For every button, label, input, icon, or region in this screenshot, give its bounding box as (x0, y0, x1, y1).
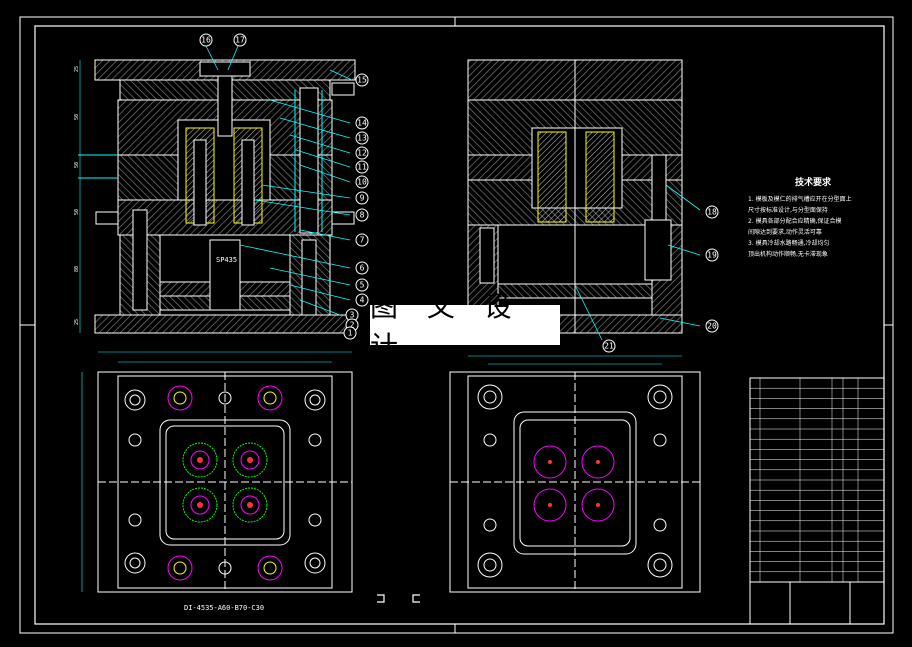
svg-text:50: 50 (74, 209, 80, 215)
svg-text:14: 14 (357, 119, 367, 128)
svg-text:3: 3 (350, 311, 355, 320)
svg-text:17: 17 (235, 36, 245, 45)
watermark: 图 文 设 计 (370, 290, 560, 363)
svg-text:15: 15 (357, 76, 367, 85)
corner-marks (377, 594, 420, 603)
svg-text:80: 80 (74, 266, 80, 272)
return-pin-hole (257, 555, 283, 581)
cavity-circle (182, 442, 218, 478)
guide-bush-hole (647, 552, 673, 578)
balloon-7: 7 (355, 233, 369, 247)
cavity-circle (232, 442, 268, 478)
center-label: SP435 (216, 256, 237, 264)
part-code: DI-4535-A60-B70-C30 (184, 604, 264, 612)
right-balloons: 18 19 20 21 (602, 205, 719, 353)
sheet-frame (19, 16, 894, 634)
core-circle (533, 445, 567, 479)
balloon-8: 8 (355, 208, 369, 222)
svg-text:4: 4 (360, 296, 365, 305)
return-pin-hole (167, 385, 193, 411)
svg-text:12: 12 (357, 149, 367, 158)
balloon-6: 6 (355, 261, 369, 275)
tech-line: 顶出机构动作顺畅,无卡滞现象 (748, 251, 828, 258)
return-pin-hole (257, 385, 283, 411)
svg-text:50: 50 (74, 162, 80, 168)
left-plan-view: DI-4535-A60-B70-C30 (81, 351, 353, 612)
guide-bush-hole (477, 552, 503, 578)
tech-line: 2. 模具各部分配合应精确,保证合模 (748, 218, 842, 225)
svg-text:25: 25 (74, 66, 80, 72)
guide-pin-hole (124, 389, 146, 411)
svg-text:18: 18 (707, 208, 717, 217)
svg-text:6: 6 (360, 264, 365, 273)
balloon-14: 14 (355, 116, 369, 130)
guide-bush-hole (477, 384, 503, 410)
core-circle (581, 488, 615, 522)
svg-text:50: 50 (74, 114, 80, 120)
svg-text:7: 7 (360, 236, 365, 245)
balloon-15: 15 (355, 73, 369, 87)
core-circle (533, 488, 567, 522)
cavity-circle (232, 487, 268, 523)
balloon-11: 11 (355, 160, 369, 174)
balloon-4: 4 (355, 293, 369, 307)
right-plan-view (449, 355, 701, 593)
guide-pin-hole (304, 552, 326, 574)
technical-requirements: 技术要求 1. 模板及模仁的排气槽应开在分型面上 尺寸按标准设计,与分型面保持 2… (748, 175, 878, 260)
balloon-17: 17 (233, 33, 247, 47)
balloon-20: 20 (705, 319, 719, 333)
balloon-9: 9 (355, 191, 369, 205)
cavity-circle (182, 487, 218, 523)
svg-text:9: 9 (360, 194, 365, 203)
tech-title: 技术要求 (794, 178, 831, 188)
svg-text:2: 2 (350, 321, 355, 330)
balloon-12: 12 (355, 146, 369, 160)
svg-text:19: 19 (707, 251, 717, 260)
balloon-1: 1 (343, 326, 357, 340)
return-pin-hole (167, 555, 193, 581)
svg-text:13: 13 (357, 134, 367, 143)
svg-text:20: 20 (707, 322, 717, 331)
svg-text:11: 11 (357, 163, 367, 172)
svg-text:8: 8 (360, 211, 365, 220)
balloon-5: 5 (355, 278, 369, 292)
balloon-19: 19 (705, 248, 719, 262)
balloon-16: 16 (199, 33, 213, 47)
tech-line: 3. 模具冷却水路畅通,冷却均匀 (748, 240, 830, 247)
tech-line: 间隙达到要求,动作灵活可靠 (748, 229, 822, 236)
svg-text:10: 10 (357, 178, 367, 187)
tech-line: 1. 模板及模仁的排气槽应开在分型面上 (748, 196, 852, 203)
svg-text:1: 1 (348, 329, 353, 338)
guide-bush-hole (647, 384, 673, 410)
tech-line: 尺寸按标准设计,与分型面保持 (748, 207, 828, 214)
balloon-13: 13 (355, 131, 369, 145)
guide-pin-hole (124, 552, 146, 574)
balloon-21: 21 (602, 339, 616, 353)
balloon-10: 10 (355, 175, 369, 189)
core-circle (581, 445, 615, 479)
right-section-view (467, 59, 701, 341)
svg-text:25: 25 (74, 319, 80, 325)
guide-pin-hole (304, 389, 326, 411)
title-block (749, 377, 885, 625)
svg-text:5: 5 (360, 281, 365, 290)
left-section-view: 25 50 50 50 80 25 SP435 (74, 45, 356, 334)
svg-text:21: 21 (604, 342, 614, 351)
balloon-18: 18 (705, 205, 719, 219)
svg-text:16: 16 (201, 36, 211, 45)
